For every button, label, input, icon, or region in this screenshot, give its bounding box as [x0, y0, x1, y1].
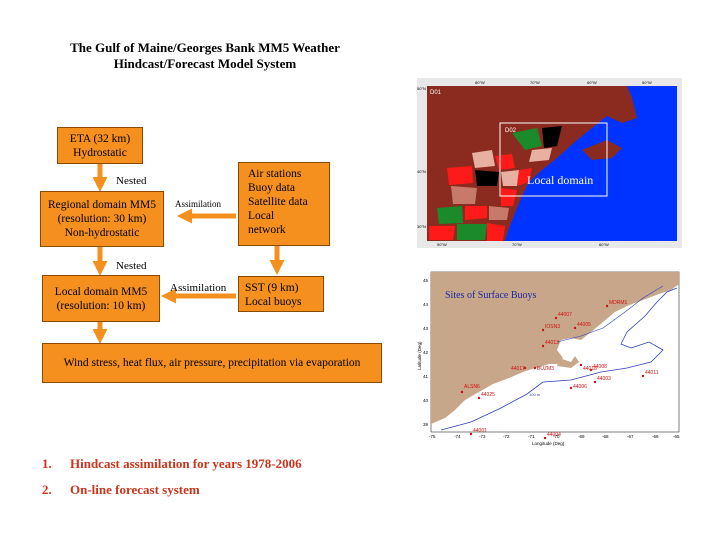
- title-line-2: Hindcast/Forecast Model System: [113, 56, 297, 71]
- bullet-list: 1. Hindcast assimilation for years 1978-2…: [42, 456, 302, 508]
- buoy-label: ALSN6: [464, 384, 480, 390]
- map1-tick: 50°N: [417, 86, 426, 91]
- eta-box: ETA (32 km) Hydrostatic: [57, 127, 143, 164]
- map2-xtick: -73: [479, 434, 486, 439]
- sst-line-2: Local buoys: [245, 296, 302, 308]
- list-number: 1.: [42, 456, 52, 471]
- map1-tick: 70°W: [512, 242, 522, 247]
- map2-isobath-label: 100 m: [529, 392, 541, 397]
- list-number: 2.: [42, 482, 52, 497]
- buoy-label: 44004: [547, 432, 561, 438]
- map2-ytick: 44: [423, 302, 429, 307]
- sst-line-1: SST (9 km): [245, 282, 299, 294]
- list-text: On-line forecast system: [70, 482, 200, 497]
- buoy-label: 44018: [583, 366, 597, 372]
- buoy-label: BUZM3: [537, 366, 554, 372]
- output-text: Wind stress, heat flux, air pressure, pr…: [63, 357, 361, 369]
- buoy-label: 44007: [558, 312, 572, 318]
- map1-tick: 30°N: [417, 224, 426, 229]
- map1-tick: 40°N: [417, 169, 426, 174]
- map1-d02-label: D02: [505, 128, 517, 134]
- map2-xticks: -75 -74 -73 -72 -71 -70 -69 -68 -67 -66 …: [429, 434, 680, 439]
- buoy-sites-map: Sites of Surface Buoys 44007 IOSN3 44005…: [417, 270, 687, 446]
- map2-land: [431, 272, 679, 424]
- local-line-2: (resolution: 10 km): [56, 299, 146, 312]
- map2-xtick: -71: [528, 434, 535, 439]
- regional-box: Regional domain MM5 (resolution: 30 km) …: [40, 191, 164, 247]
- observations-box: Air stations Buoy data Satellite data Lo…: [238, 162, 330, 246]
- map1-d01-label: D01: [430, 90, 442, 96]
- assimilation-label-2: Assimilation: [170, 282, 227, 294]
- map2-xtick: -72: [503, 434, 510, 439]
- buoy-label: 44005: [577, 322, 591, 328]
- map2-xlabel: Longitude (Deg): [532, 441, 565, 446]
- map2-xtick: -70: [553, 434, 560, 439]
- map1-local-domain-label: Local domain: [527, 173, 593, 187]
- buoy-label: 44003: [597, 376, 611, 382]
- sst-box: SST (9 km) Local buoys: [238, 276, 324, 312]
- map2-isobath: [440, 287, 678, 431]
- title-line-1: The Gulf of Maine/Georges Bank MM5 Weath…: [70, 40, 340, 55]
- map1-left-ticks: 50°N 40°N 30°N: [417, 86, 426, 229]
- assimilation-label-1: Assimilation: [175, 199, 222, 209]
- map2-xtick: -67: [627, 434, 634, 439]
- map2-ylabel: Latitude (Deg): [417, 341, 422, 370]
- map1-local-domain-box: [499, 122, 608, 197]
- regional-line-1: Regional domain MM5: [48, 199, 156, 211]
- buoy-label: 44013: [545, 340, 559, 346]
- regional-line-3: Non-hydrostatic: [64, 227, 140, 239]
- map2-ytick: 41: [423, 374, 429, 379]
- buoy-label: 44001: [473, 428, 487, 434]
- map1-tick: 90°W: [437, 242, 447, 247]
- eta-line-1: ETA (32 km): [69, 132, 131, 145]
- local-line-1: Local domain MM5: [54, 285, 148, 298]
- map1-bottom-ticks: 90°W 70°W 60°W: [437, 242, 609, 247]
- page-title: The Gulf of Maine/Georges Bank MM5 Weath…: [40, 40, 370, 72]
- map1-tick: 50°W: [642, 80, 652, 85]
- map1-tick: 80°W: [475, 80, 485, 85]
- map2-xtick: -74: [454, 434, 461, 439]
- map1-top-ticks: 80°W 70°W 60°W 50°W: [475, 80, 652, 85]
- list-item: 2. On-line forecast system: [42, 482, 302, 498]
- map1-tick: 70°W: [530, 80, 540, 85]
- map1-land: [427, 86, 637, 241]
- buoy-label: 44011: [645, 370, 659, 376]
- local-box: Local domain MM5 (resolution: 10 km): [42, 275, 160, 322]
- map1-tick: 60°W: [587, 80, 597, 85]
- map2-ytick: 45: [423, 278, 429, 283]
- map2-ytick: 40: [423, 398, 429, 403]
- buoy-label: 44017: [511, 366, 525, 372]
- map2-xtick: -68: [602, 434, 609, 439]
- map2-ytick: 39: [423, 422, 429, 427]
- map2-xtick: -75: [429, 434, 436, 439]
- regional-line-2: (resolution: 30 km): [57, 213, 147, 225]
- map2-xtick: -65: [673, 434, 680, 439]
- obs-line-5: network: [248, 224, 286, 236]
- buoy-label: 44008: [593, 364, 607, 370]
- map2-yticks: 45 44 43 42 41 40 39: [423, 278, 429, 427]
- obs-line-3: Satellite data: [248, 196, 308, 208]
- map2-ytick: 42: [423, 350, 429, 355]
- list-text: Hindcast assimilation for years 1978-200…: [70, 456, 302, 471]
- map2-xtick: -66: [652, 434, 659, 439]
- eta-line-2: Hydrostatic: [73, 146, 127, 159]
- obs-line-1: Air stations: [248, 168, 302, 180]
- map2-ytick: 43: [423, 326, 429, 331]
- buoy-label: MDRM1: [609, 300, 628, 306]
- obs-line-4: Local: [248, 210, 275, 222]
- list-item: 1. Hindcast assimilation for years 1978-2…: [42, 456, 302, 472]
- output-box: Wind stress, heat flux, air pressure, pr…: [42, 343, 382, 383]
- regional-domain-map: 80°W 70°W 60°W 50°W 90°W 70°W 60°W 50°N …: [417, 78, 682, 248]
- map2-xtick: -69: [578, 434, 585, 439]
- map2-title: Sites of Surface Buoys: [445, 290, 536, 301]
- obs-line-2: Buoy data: [248, 182, 295, 194]
- map1-tick: 60°W: [599, 242, 609, 247]
- buoy-label: 44006: [573, 384, 587, 390]
- buoy-label: IOSN3: [545, 324, 560, 330]
- nested-label-1: Nested: [116, 175, 147, 187]
- nested-label-2: Nested: [116, 260, 147, 272]
- buoy-label: 44025: [481, 392, 495, 398]
